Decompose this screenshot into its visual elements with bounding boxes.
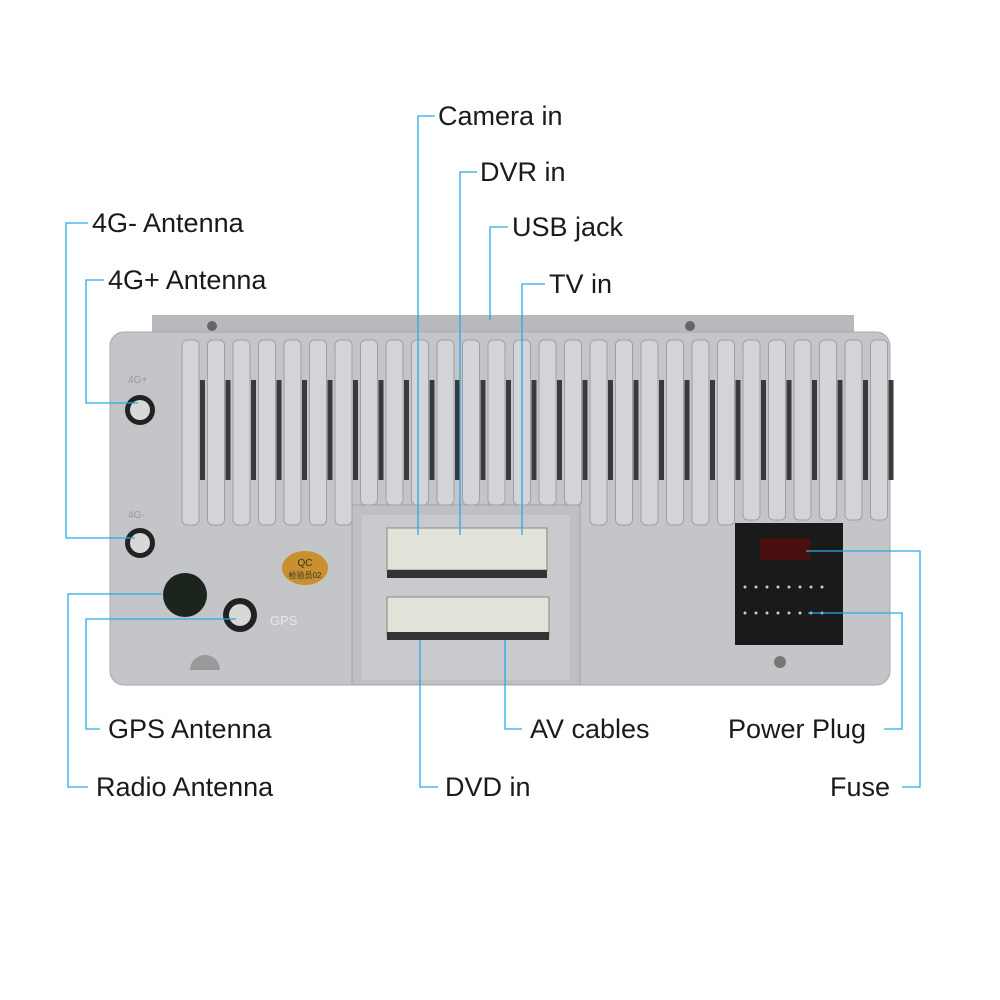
svg-text:4G-: 4G-: [128, 510, 145, 521]
vent-slot: [480, 380, 486, 480]
svg-text:检验员02: 检验员02: [289, 570, 322, 580]
label-usb-jack: USB jack: [512, 212, 624, 242]
heatsink-fin: [385, 339, 404, 506]
vent-slot: [786, 380, 792, 480]
plug-pin: [809, 585, 813, 589]
vent-slot: [429, 380, 435, 480]
plug-pin: [754, 585, 758, 589]
vent-slot: [531, 380, 537, 480]
plug-pin: [765, 585, 769, 589]
heatsink-fin: [615, 339, 633, 526]
plug-pin: [776, 611, 780, 615]
plug-pin: [754, 611, 758, 615]
heatsink-fin: [283, 339, 302, 526]
svg-text:4G+: 4G+: [128, 375, 147, 386]
heatsink-fin: [462, 339, 480, 506]
heatsink-fin: [309, 339, 327, 526]
fuse-holder: [760, 538, 810, 560]
leader-lines: [65, 115, 921, 788]
head-unit-body: QC 检验员02 4G+ 4G- GPS: [109, 315, 894, 686]
connector-bottom: [386, 596, 550, 640]
heatsink-fin: [768, 339, 786, 521]
vent-slot: [633, 380, 639, 480]
heatsink-fin: [870, 339, 888, 521]
plug-pin: [743, 585, 747, 589]
vent-slot: [200, 380, 205, 480]
label-4g-plus-antenna: 4G+ Antenna: [108, 265, 267, 295]
plug-pin: [787, 611, 791, 615]
heatsink-fin: [666, 339, 684, 526]
vent-slot: [710, 380, 715, 480]
label-dvd-in: DVD in: [445, 772, 531, 802]
vent-slot: [404, 380, 409, 480]
vent-slot: [506, 380, 511, 480]
label-dvr-in: DVR in: [480, 157, 566, 187]
vent-slot: [863, 380, 868, 480]
vent-slot: [225, 380, 231, 480]
heatsink-fin: [334, 339, 353, 526]
heatsink-fin: [589, 339, 608, 526]
svg-text:QC: QC: [298, 558, 313, 569]
plug-pin: [776, 585, 780, 589]
heatsink-fin: [691, 339, 710, 526]
plug-pin: [798, 585, 802, 589]
connector-top: [386, 527, 548, 578]
radio-antenna-socket: [163, 573, 207, 617]
vent-slot: [353, 380, 358, 480]
qc-sticker: [282, 551, 328, 585]
plug-pin: [820, 585, 824, 589]
vent-slot: [684, 380, 690, 480]
heatsink-fin: [844, 339, 863, 521]
heatsink-fin: [487, 339, 506, 506]
heatsink-fin: [411, 339, 429, 506]
vent-slot: [761, 380, 766, 480]
label-power-plug: Power Plug: [728, 714, 867, 744]
vent-slot: [455, 380, 460, 480]
heatsink-fin: [360, 339, 378, 506]
vent-slot: [557, 380, 562, 480]
vent-slot: [812, 380, 817, 480]
heatsink-fin: [564, 339, 582, 506]
label-tv-in: TV in: [549, 269, 613, 299]
svg-text:GPS: GPS: [270, 613, 298, 628]
heatsink-fin: [436, 339, 455, 506]
vent-slot: [735, 380, 741, 480]
vent-slot: [276, 380, 282, 480]
plug-pin: [798, 611, 802, 615]
label-av-cables: AV cables: [530, 714, 650, 744]
heatsink-fin: [207, 339, 225, 526]
vent-slot: [659, 380, 664, 480]
plug-pin: [765, 611, 769, 615]
heatsink-fin: [538, 339, 557, 506]
vent-slot: [888, 380, 894, 480]
heatsink-fin: [232, 339, 251, 526]
vent-slot: [251, 380, 256, 480]
heatsink-fin: [742, 339, 761, 521]
label-gps-antenna: GPS Antenna: [108, 714, 272, 744]
vent-slot: [327, 380, 333, 480]
label-fuse: Fuse: [830, 772, 891, 802]
plug-pin: [743, 611, 747, 615]
label-camera-in: Camera in: [438, 101, 563, 131]
vent-slot: [837, 380, 843, 480]
label-4g-minus-antenna: 4G- Antenna: [92, 208, 244, 238]
label-radio-antenna: Radio Antenna: [96, 772, 274, 802]
heatsink-fin: [819, 339, 837, 521]
plug-pin: [787, 585, 791, 589]
vent-slot: [302, 380, 307, 480]
heatsink-fin: [640, 339, 659, 526]
heatsink-fin: [717, 339, 735, 526]
heatsink-fin: [793, 339, 812, 521]
vent-slot: [608, 380, 613, 480]
heatsink-fin: [258, 339, 276, 526]
vent-slot: [582, 380, 588, 480]
heatsink-fin: [181, 339, 200, 526]
vent-slot: [378, 380, 384, 480]
